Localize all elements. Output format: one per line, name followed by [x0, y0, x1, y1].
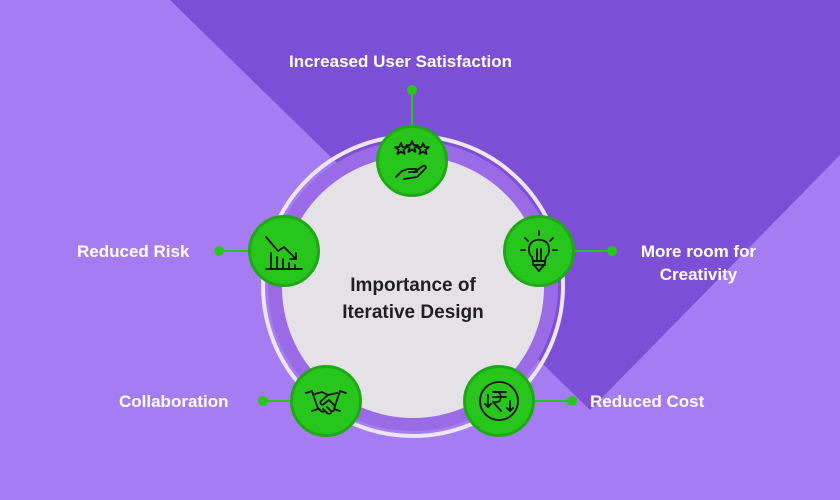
- label-creativity-line2: Creativity: [659, 265, 738, 284]
- label-creativity: More room for Creativity: [631, 240, 766, 286]
- center-title-line1: Importance of: [350, 275, 476, 296]
- node-reduced-cost: [463, 365, 535, 437]
- label-creativity-line1: More room for: [640, 242, 757, 261]
- connector-dot-right-upper: [607, 246, 617, 256]
- label-reduced-risk: Reduced Risk: [77, 242, 190, 261]
- label-user-satisfaction: Increased User Satisfaction: [289, 52, 512, 71]
- node-user-satisfaction: [376, 125, 448, 197]
- label-reduced-cost: Reduced Cost: [590, 392, 705, 411]
- connector-dot-right-lower: [567, 396, 577, 406]
- center-title-line2: Iterative Design: [342, 302, 484, 323]
- node-collaboration: [290, 365, 362, 437]
- node-creativity: [503, 215, 575, 287]
- lightbulb-icon: [520, 230, 558, 272]
- center-title: Importance of Iterative Design: [300, 272, 526, 326]
- rupee-down-icon: [479, 381, 519, 421]
- node-reduced-risk: [248, 215, 320, 287]
- stars-hand-icon: [394, 140, 430, 180]
- connector-dot-left-lower: [258, 396, 268, 406]
- handshake-icon: [305, 390, 347, 415]
- connector-dot-left-upper: [214, 246, 224, 256]
- connector-dot-top: [407, 85, 417, 95]
- declining-chart-icon: [265, 236, 303, 270]
- label-collaboration: Collaboration: [119, 392, 229, 411]
